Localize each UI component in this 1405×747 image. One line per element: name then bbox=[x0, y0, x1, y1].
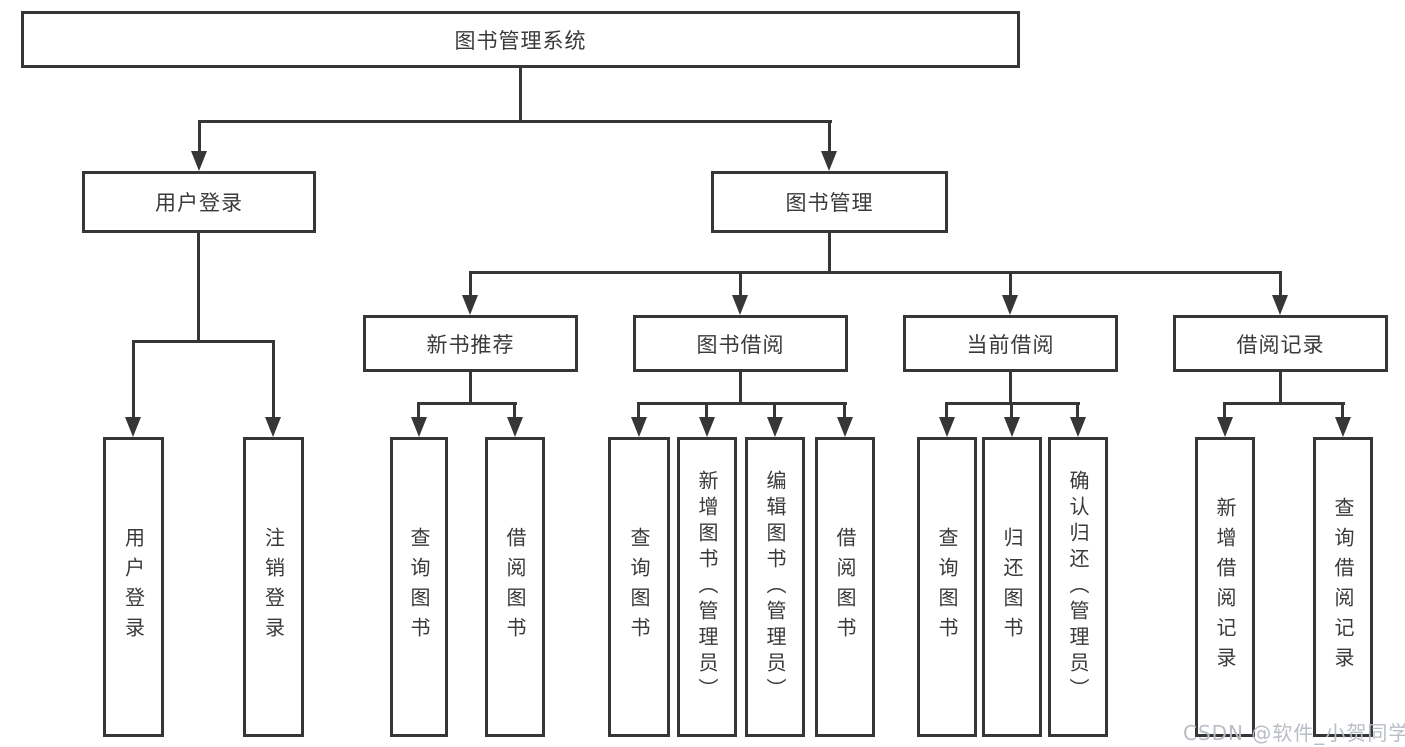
arrowhead-borrow-books-2 bbox=[837, 417, 853, 437]
node-library-management-system: 图书管理系统 bbox=[21, 11, 1020, 68]
leaf-borrow-books-1: 借阅图书 bbox=[485, 437, 545, 737]
arrowhead-borrow-books-1 bbox=[507, 417, 523, 437]
leaf-label: 注销登录 bbox=[261, 527, 286, 647]
leaf-query-books-1: 查询图书 bbox=[390, 437, 448, 737]
leaf-label: 借阅图书 bbox=[833, 527, 857, 647]
connector-drop-new-book bbox=[469, 271, 472, 297]
connector-book-mgmt-crossbar bbox=[469, 271, 1282, 274]
arrowhead-user-login bbox=[191, 151, 207, 171]
leaf-return-books: 归还图书 bbox=[982, 437, 1042, 737]
connector-drop-leaf-logout bbox=[272, 340, 275, 418]
connector-drop bbox=[417, 402, 420, 417]
leaf-confirm-return-admin: 确认归还（管理员） bbox=[1048, 437, 1108, 737]
watermark-csdn: CSDN @软件_小贺同学 bbox=[1183, 721, 1405, 745]
leaf-label: 编辑图书（管理员） bbox=[763, 470, 787, 704]
leaf-label: 新增图书（管理员） bbox=[695, 470, 719, 704]
connector-root-crossbar bbox=[198, 120, 832, 123]
node-current-borrow: 当前借阅 bbox=[903, 315, 1118, 372]
leaf-borrow-books-2: 借阅图书 bbox=[815, 437, 875, 737]
leaf-label: 查询图书 bbox=[407, 527, 431, 647]
leaf-label: 查询图书 bbox=[935, 527, 959, 647]
connector-drop bbox=[1341, 402, 1344, 417]
connector-drop-current-borrow bbox=[1009, 271, 1012, 297]
leaf-user-login: 用户登录 bbox=[103, 437, 164, 737]
arrowhead-leaf-logout bbox=[265, 417, 281, 437]
leaf-query-books-2: 查询图书 bbox=[608, 437, 670, 737]
arrowhead-borrow-records bbox=[1272, 295, 1288, 315]
node-label: 借阅记录 bbox=[1236, 332, 1325, 357]
connector-drop bbox=[513, 402, 516, 417]
node-label: 新书推荐 bbox=[426, 332, 515, 357]
arrowhead-add-book-admin bbox=[699, 417, 715, 437]
connector-borrow-records-crossbar bbox=[1223, 402, 1345, 405]
connector-book-borrow-stem bbox=[739, 372, 742, 405]
node-new-book-recommend: 新书推荐 bbox=[363, 315, 578, 372]
connector-drop-borrow-records bbox=[1279, 271, 1282, 297]
leaf-query-books-3: 查询图书 bbox=[917, 437, 977, 737]
arrowhead-book-borrow bbox=[732, 295, 748, 315]
node-label: 用户登录 bbox=[155, 191, 243, 215]
leaf-label: 确认归还（管理员） bbox=[1066, 470, 1090, 704]
connector-drop bbox=[637, 402, 640, 417]
connector-drop bbox=[705, 402, 708, 417]
arrowhead-leaf-login bbox=[125, 417, 141, 437]
arrowhead-confirm-return-admin bbox=[1070, 417, 1086, 437]
node-borrow-records: 借阅记录 bbox=[1173, 315, 1388, 372]
node-book-management: 图书管理 bbox=[711, 171, 948, 233]
connector-drop bbox=[945, 402, 948, 417]
connector-book-borrow-crossbar bbox=[637, 402, 847, 405]
arrowhead-current-borrow bbox=[1002, 295, 1018, 315]
node-label: 当前借阅 bbox=[966, 332, 1055, 357]
connector-drop bbox=[843, 402, 846, 417]
connector-drop-book-borrow bbox=[739, 271, 742, 297]
connector-new-book-crossbar bbox=[417, 402, 517, 405]
connector-drop bbox=[1010, 402, 1013, 417]
leaf-add-borrow-record: 新增借阅记录 bbox=[1195, 437, 1255, 737]
leaf-edit-book-admin: 编辑图书（管理员） bbox=[745, 437, 805, 737]
connector-drop-user-login bbox=[198, 120, 201, 154]
node-label: 图书借阅 bbox=[696, 332, 785, 357]
arrowhead-add-borrow-record bbox=[1217, 417, 1233, 437]
connector-user-login-crossbar bbox=[132, 340, 275, 343]
connector-drop bbox=[1076, 402, 1079, 417]
connector-current-borrow-stem bbox=[1009, 372, 1012, 405]
leaf-label: 查询借阅记录 bbox=[1331, 497, 1355, 677]
leaf-label: 查询图书 bbox=[627, 527, 651, 647]
arrowhead-query-borrow-record bbox=[1335, 417, 1351, 437]
arrowhead-return-books bbox=[1004, 417, 1020, 437]
arrowhead-book-management bbox=[821, 151, 837, 171]
connector-drop-book-management bbox=[828, 120, 831, 154]
connector-borrow-records-stem bbox=[1279, 372, 1282, 405]
connector-root-stem bbox=[519, 66, 522, 120]
node-label: 图书管理系统 bbox=[454, 28, 587, 53]
leaf-query-borrow-record: 查询借阅记录 bbox=[1313, 437, 1373, 737]
arrowhead-new-book bbox=[462, 295, 478, 315]
connector-user-login-stem bbox=[197, 233, 200, 340]
node-label: 图书管理 bbox=[785, 191, 874, 215]
connector-new-book-stem bbox=[469, 372, 472, 405]
connector-drop bbox=[1223, 402, 1226, 417]
arrowhead-edit-book-admin bbox=[767, 417, 783, 437]
node-book-borrow: 图书借阅 bbox=[633, 315, 848, 372]
connector-drop-leaf-login bbox=[132, 340, 135, 418]
leaf-label: 新增借阅记录 bbox=[1213, 497, 1237, 677]
arrowhead-query-books-3 bbox=[939, 417, 955, 437]
node-user-login: 用户登录 bbox=[82, 171, 316, 233]
connector-drop bbox=[773, 402, 776, 417]
leaf-label: 借阅图书 bbox=[503, 527, 527, 647]
leaf-logout: 注销登录 bbox=[243, 437, 304, 737]
leaf-label: 归还图书 bbox=[1000, 527, 1024, 647]
leaf-label: 用户登录 bbox=[121, 527, 146, 647]
leaf-add-book-admin: 新增图书（管理员） bbox=[677, 437, 737, 737]
connector-book-mgmt-stem bbox=[828, 233, 831, 273]
arrowhead-query-books-2 bbox=[631, 417, 647, 437]
arrowhead-query-books-1 bbox=[411, 417, 427, 437]
